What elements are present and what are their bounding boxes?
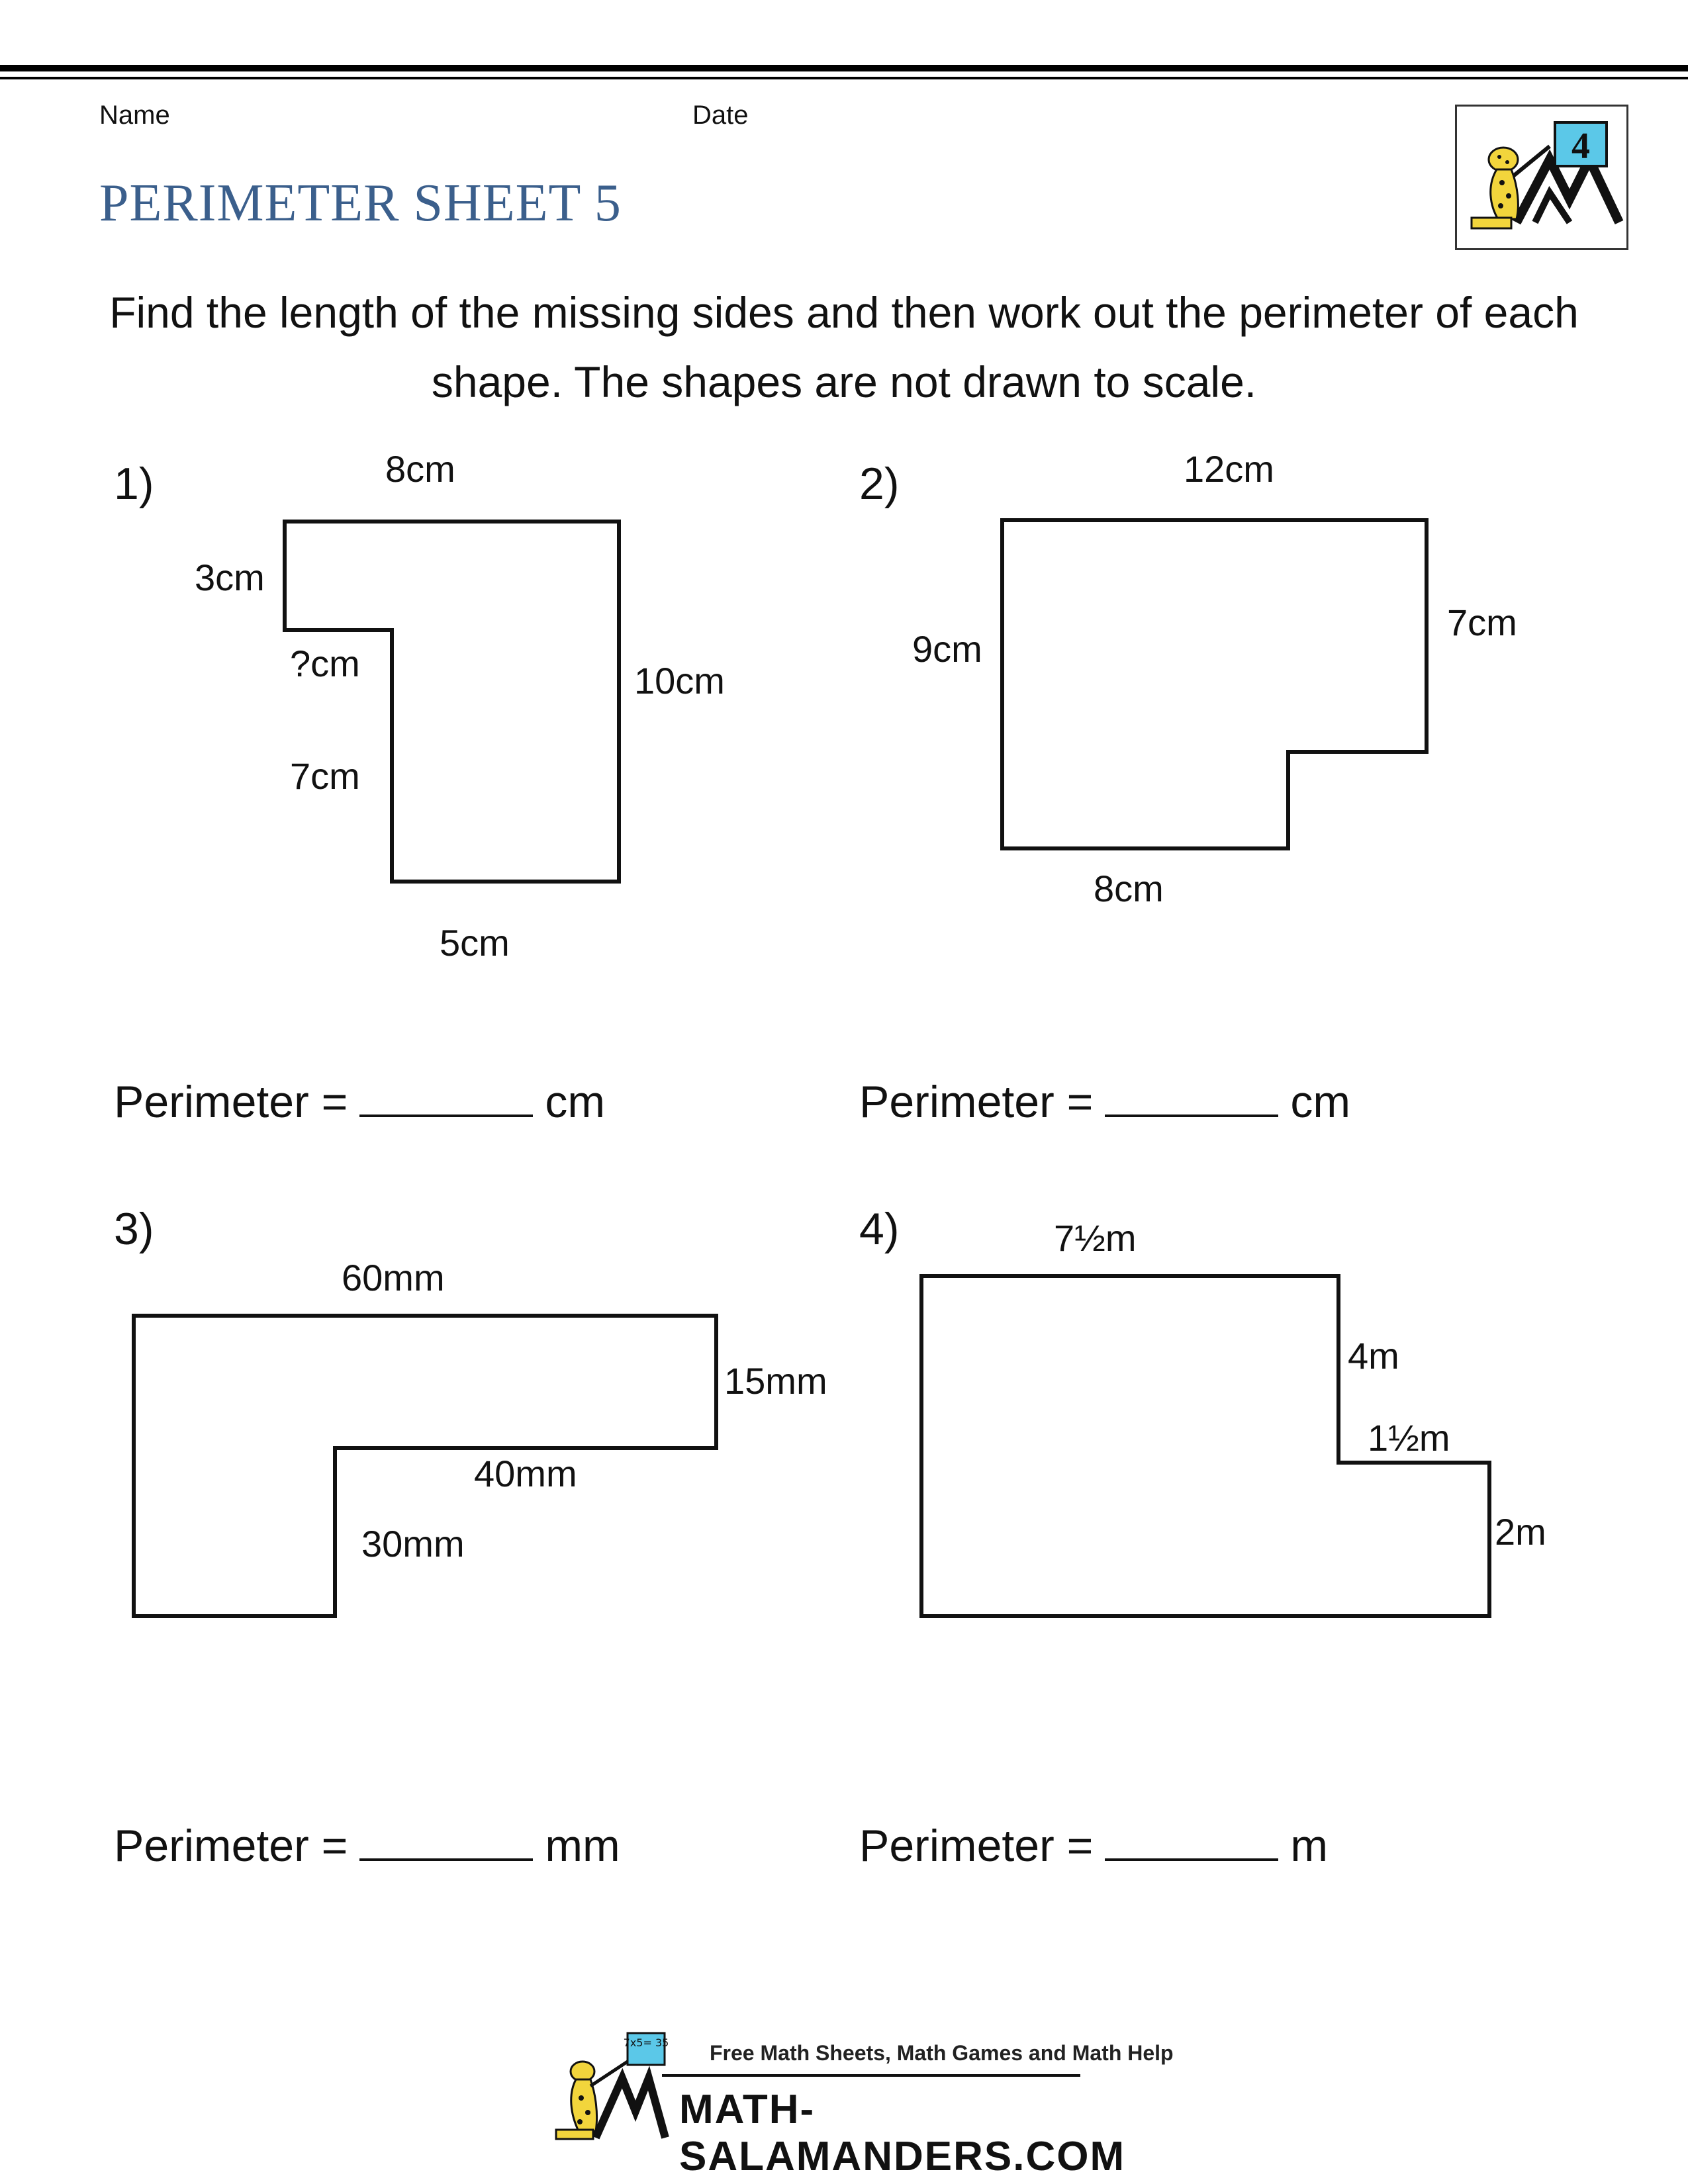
q2-perimeter-unit: cm [1290, 1077, 1351, 1127]
question-1-number: 1) [114, 459, 154, 509]
name-label: Name [99, 101, 170, 130]
header-rule-thick [0, 65, 1688, 71]
q4-answer-blank[interactable] [1105, 1824, 1279, 1861]
q4-label-step: 1½m [1368, 1417, 1450, 1459]
date-label: Date [692, 101, 749, 130]
q1-label-missing: ?cm [290, 643, 360, 684]
grade-number: 4 [1571, 126, 1590, 167]
footer-divider [662, 2074, 1080, 2077]
logo-board-text: 7x5= 35 [624, 2036, 669, 2049]
footer-brand: MATH-SALAMANDERS.COM [679, 2087, 1126, 2179]
q1-perimeter: Perimeter = cm [114, 1076, 605, 1128]
grade-logo: 4 [1455, 105, 1628, 250]
q3-perimeter: Perimeter = mm [114, 1820, 620, 1872]
q4-label-right-lower: 2m [1495, 1511, 1546, 1553]
salamander-logo-icon: 7x5= 35 [555, 2032, 669, 2140]
q1-label-right: 10cm [634, 660, 725, 702]
q1-label-left-top: 3cm [195, 557, 265, 598]
instructions: Find the length of the missing sides and… [109, 288, 1579, 406]
q1-label-bottom: 5cm [440, 922, 510, 964]
q2-label-right: 7cm [1447, 602, 1517, 643]
q2-answer-blank[interactable] [1105, 1080, 1279, 1117]
page-title: PERIMETER SHEET 5 [99, 174, 622, 232]
q3-perimeter-label: Perimeter = [114, 1821, 348, 1871]
q1-answer-blank[interactable] [359, 1080, 534, 1117]
q4-perimeter-unit: m [1290, 1821, 1329, 1871]
q2-perimeter: Perimeter = cm [859, 1076, 1350, 1128]
q2-label-left: 9cm [912, 628, 982, 670]
q1-label-top: 8cm [385, 448, 455, 490]
question-3-number: 3) [114, 1204, 154, 1254]
q3-label-inner-top: 40mm [474, 1453, 577, 1494]
salamander-grade-icon: 4 [1470, 121, 1624, 230]
header-rule-thin [0, 77, 1688, 79]
q4-perimeter-label: Perimeter = [859, 1821, 1094, 1871]
q3-perimeter-unit: mm [545, 1821, 620, 1871]
q3-label-top: 60mm [342, 1257, 445, 1298]
q3-label-right: 15mm [724, 1360, 827, 1402]
question-4-number: 4) [859, 1204, 900, 1254]
q2-perimeter-label: Perimeter = [859, 1077, 1094, 1127]
q3-answer-blank[interactable] [359, 1824, 534, 1861]
q2-label-bottom: 8cm [1094, 868, 1164, 909]
q1-label-inner-left: 7cm [290, 755, 360, 797]
q3-label-inner-left: 30mm [361, 1523, 465, 1565]
q4-label-right-upper: 4m [1348, 1335, 1399, 1377]
footer-tagline: Free Math Sheets, Math Games and Math He… [710, 2041, 1174, 2065]
q1-perimeter-unit: cm [545, 1077, 606, 1127]
q4-perimeter: Perimeter = m [859, 1820, 1328, 1872]
question-2-number: 2) [859, 459, 900, 509]
q4-label-top: 7½m [1054, 1217, 1137, 1259]
q2-label-top: 12cm [1184, 448, 1274, 490]
footer-logo[interactable]: 7x5= 35 Free Math Sheets, Math Games and… [549, 2025, 1198, 2179]
q1-perimeter-label: Perimeter = [114, 1077, 348, 1127]
